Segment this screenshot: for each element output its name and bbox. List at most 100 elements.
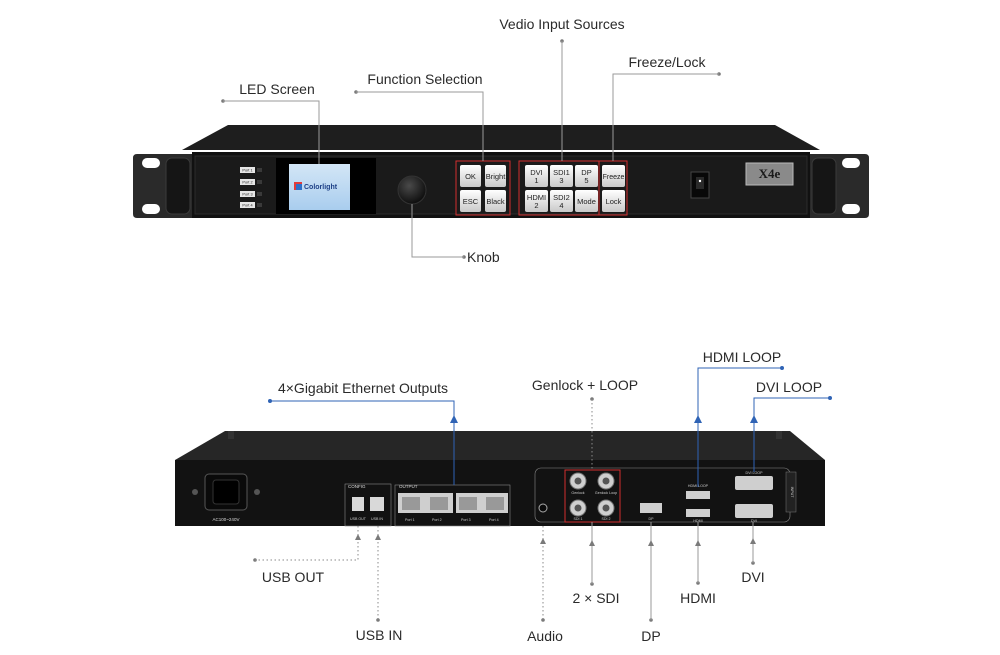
genlock-loop-bnc-core [602, 477, 610, 485]
audio-jack [538, 503, 548, 513]
power-on-icon [698, 179, 702, 183]
leader-dot [376, 618, 380, 622]
sdi2-source-number: 4 [559, 201, 563, 210]
label-vedio-input-sources: Vedio Input Sources [499, 16, 624, 32]
dp-source-number: 5 [584, 176, 588, 185]
genlock-loop-port-label: Genlock Loop [595, 491, 617, 495]
leader-line [270, 400, 455, 485]
lock-button-label: Lock [606, 197, 622, 206]
sdi1-bnc-core [574, 504, 582, 512]
label-two-sdi: 2 × SDI [572, 590, 619, 606]
label-function-selection: Function Selection [367, 71, 482, 87]
ethernet-port-3 [459, 497, 477, 510]
black-button-label: Black [486, 197, 505, 206]
sdi1-source-label: SDI1 [553, 168, 570, 177]
lock-button[interactable] [602, 190, 625, 212]
port-indicator-1 [240, 167, 255, 173]
leader-line [255, 526, 359, 561]
leader-line [697, 367, 782, 487]
dp-source-button[interactable] [575, 165, 598, 187]
dp-port [640, 503, 662, 513]
sdi1-source-button[interactable] [550, 165, 573, 187]
genlock-bnc-core [574, 477, 582, 485]
arrow-up-icon [540, 538, 546, 544]
label-usb-out: USB OUT [262, 569, 325, 585]
mode-button[interactable] [575, 190, 598, 212]
output-port-label: Port 4 [489, 518, 499, 522]
label-freeze-lock: Freeze/Lock [628, 54, 706, 70]
dvi-port [735, 504, 773, 518]
label-hdmi: HDMI [680, 590, 716, 606]
source-buttons: DVI 1 SDI1 3 DP 5 HDMI 2 SDI2 4 Mode [525, 165, 598, 212]
label-genlock-loop: Genlock + LOOP [532, 377, 638, 393]
model-name: X4e [759, 166, 781, 181]
label-knob: Knob [467, 249, 500, 265]
output-port-label: Port 3 [461, 518, 471, 522]
front-panel: Port 1 Port 2 Port 3 Port 4 Colorlight O… [133, 125, 869, 218]
freeze-button[interactable] [602, 165, 625, 187]
esc-button[interactable] [460, 190, 481, 212]
arrow-up-icon [750, 538, 756, 544]
dvi-source-button[interactable] [525, 165, 548, 187]
leader-line [223, 100, 320, 164]
sdi1-port-label: SDI 1 [574, 517, 583, 521]
sdi2-source-button[interactable] [550, 190, 573, 212]
label-gigabit-outputs: 4×Gigabit Ethernet Outputs [278, 380, 448, 396]
power-label: AC100~240V [213, 517, 240, 522]
port-led [257, 203, 262, 207]
arrow-up-icon [450, 415, 458, 423]
leader-line [411, 204, 464, 258]
bright-button[interactable] [485, 165, 506, 187]
right-ear-hole-bottom [842, 204, 860, 214]
dp-source-label: DP [581, 168, 591, 177]
leader-line [612, 73, 719, 161]
port-indicator-label: Port 3 [242, 193, 252, 197]
function-buttons: OK Bright ESC Black [460, 165, 506, 212]
ok-button-label: OK [465, 172, 476, 181]
dp-port-label: DP [649, 517, 655, 521]
leader-line [356, 91, 484, 161]
ok-button[interactable] [460, 165, 481, 187]
left-ear-hole-bottom [142, 204, 160, 214]
port-led [257, 180, 262, 184]
mode-button-label: Mode [577, 197, 596, 206]
output-group [394, 484, 511, 527]
model-badge [745, 162, 794, 186]
dvi-port-label: DVI [751, 519, 757, 523]
config-title: CONFIG [348, 484, 366, 489]
usb-in-port [370, 497, 384, 511]
dvi-loop-port-label: DVI LOOP [746, 471, 764, 475]
colorlight-logo-icon-inner [296, 184, 302, 190]
arrow-up-icon [355, 534, 361, 540]
port-indicator-label: Port 2 [242, 181, 252, 185]
label-usb-in: USB IN [356, 627, 403, 643]
ethernet-port-4 [486, 497, 504, 510]
black-button[interactable] [485, 190, 506, 212]
right-ear-hole-top [842, 158, 860, 168]
rear-panel: AC100~240V CONFIG USB OUT USB IN OUTPUT … [175, 431, 825, 527]
output-title: OUTPUT [399, 484, 418, 489]
label-led-screen: LED Screen [239, 81, 314, 97]
arrow-up-icon [589, 540, 595, 546]
genlock-port-label: Genlock [571, 491, 584, 495]
bright-button-label: Bright [486, 172, 507, 181]
hdmi-port-label: HDMI [693, 519, 702, 523]
left-handle [165, 157, 191, 215]
rear-tab [228, 431, 234, 439]
port-led [257, 168, 262, 172]
label-dvi: DVI [741, 569, 764, 585]
left-ear-hole-top [142, 158, 160, 168]
dvi-source-label: DVI [530, 168, 543, 177]
ethernet-port-2 [430, 497, 448, 510]
leader-dot [541, 618, 545, 622]
input-tab [785, 471, 797, 513]
hdmi-source-button[interactable] [525, 190, 548, 212]
rear-callouts: 4×Gigabit Ethernet Outputs Genlock + LOO… [253, 349, 832, 644]
esc-button-label: ESC [463, 197, 479, 206]
knob[interactable] [397, 175, 427, 205]
dvi-source-number: 1 [534, 176, 538, 185]
ac-socket [212, 479, 240, 505]
port-indicator-2 [240, 179, 255, 185]
config-group [344, 483, 392, 527]
input-tab-label: INPUT [790, 487, 794, 499]
